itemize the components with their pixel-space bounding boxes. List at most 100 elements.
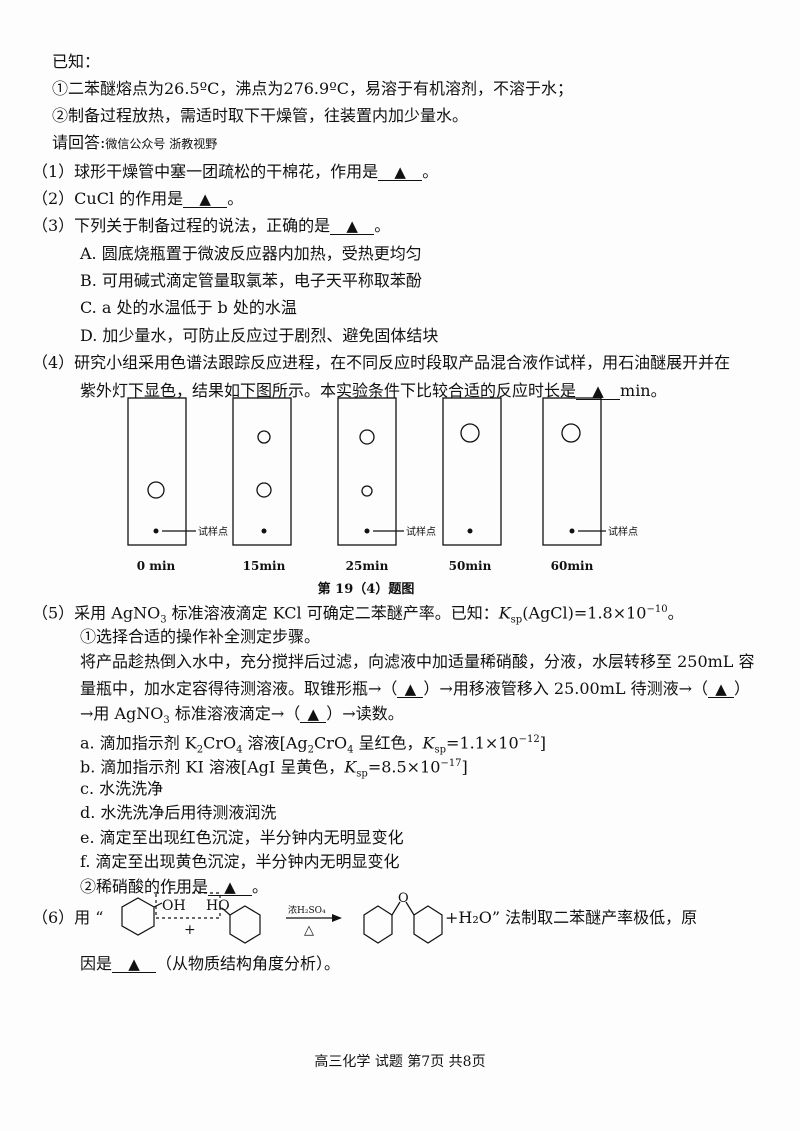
q4-unit: min。 <box>620 381 667 400</box>
q5-text: ②稀硝酸的作用是 <box>80 877 209 896</box>
text: CrO <box>314 733 348 753</box>
benzene-ring <box>363 905 393 944</box>
q5-text: ）→读数。 <box>326 704 404 723</box>
q5-end: 。 <box>252 877 269 896</box>
exponent: −17 <box>440 758 462 769</box>
q5-option-e: e. 滴定至出现红色沉淀，半分钟内无明显变化 <box>80 828 404 847</box>
subscript: 3 <box>160 614 167 626</box>
q5-sub1: ①选择合适的操作补全测定步骤。 <box>80 627 321 646</box>
q5-text: ）→用移液管移入 25.00mL 待测液→（ <box>423 679 709 698</box>
ksp-sub: sp <box>434 744 447 756</box>
spot <box>460 423 480 443</box>
plus-sign: + <box>184 922 196 938</box>
q6-text: （从物质结构角度分析）。 <box>156 954 341 973</box>
text: 溶液[Ag <box>242 733 308 753</box>
sample-dot <box>467 528 473 534</box>
q1-end: 。 <box>422 162 439 181</box>
question-1: （1）球形干燥管中塞一团疏松的干棉花，作用是▲。 <box>32 162 438 182</box>
answer-blank: ▲ <box>708 681 735 698</box>
sample-label: 试样点 <box>608 525 638 538</box>
exponent: −12 <box>518 734 540 745</box>
heat-symbol: △ <box>304 923 314 938</box>
q6-text: 因是 <box>80 954 113 973</box>
subscript: 2 <box>196 744 204 756</box>
question-6-prefix: （6）用 “ <box>32 908 104 927</box>
q5-text: 标准溶液滴定 KCl 可确定二苯醚产率。已知： <box>166 603 499 623</box>
spot <box>147 481 165 499</box>
sample-label: 试样点 <box>198 525 228 538</box>
answer-blank: ▲ <box>397 681 424 698</box>
q1-text: （1）球形干燥管中塞一团疏松的干棉花，作用是 <box>32 162 379 181</box>
sample-label: 试样点 <box>406 525 436 538</box>
question-4-line2: 紫外灯下显色，结果如下图所示。本实验条件下比较合适的反应时长是▲min。 <box>80 381 667 401</box>
answer-blank: ▲ <box>183 191 228 208</box>
q4-text: 紫外灯下显色，结果如下图所示。本实验条件下比较合适的反应时长是 <box>80 381 577 400</box>
q5-text: （5）采用 AgNO <box>32 603 161 623</box>
text: b. 滴加指示剂 KI 溶液[AgI 呈黄色， <box>80 757 345 777</box>
known-title: 已知： <box>52 52 101 71</box>
text: a. 滴加指示剂 K <box>80 733 197 753</box>
text: CrO <box>203 733 237 753</box>
subscript: 2 <box>307 744 315 756</box>
text: =1.1×10 <box>446 733 519 753</box>
sample-dot <box>261 528 267 534</box>
known-item-2: ②制备过程放热，需适时取下干燥管，往装置内加少量水。 <box>52 106 469 125</box>
q5-option-d: d. 水洗洗净后用待测液润洗 <box>80 803 277 822</box>
answer-blank: ▲ <box>300 706 327 723</box>
reaction-equation: OH HO + 浓H₂SO₄ △ O <box>121 891 443 944</box>
ho-group: HO <box>206 898 230 914</box>
subscript: 4 <box>347 744 354 756</box>
text: ] <box>461 757 468 777</box>
ksp-value: (AgCl)=1.8×10 <box>522 603 647 623</box>
q5-text: →用 AgNO <box>80 704 164 723</box>
spot <box>359 429 375 445</box>
time-label: 50min <box>449 559 492 573</box>
answer-prompt: 请回答:微信公众号 浙教视野 <box>52 133 217 154</box>
q2-text: （2）CuCl 的作用是 <box>32 189 184 208</box>
dashed-box <box>155 892 221 919</box>
q5-option-f: f. 滴定至出现黄色沉淀，半分钟内无明显变化 <box>80 852 400 871</box>
subscript: 4 <box>236 744 243 756</box>
q5-para-1: 将产品趁热倒入水中，充分搅拌后过滤，向滤液中加适量稀硝酸，分液，水层转移至 25… <box>80 652 755 671</box>
question-2: （2）CuCl 的作用是▲。 <box>32 189 243 209</box>
q5-text: 标准溶液滴定→（ <box>169 704 301 723</box>
known-item-1: ①二苯醚熔点为26.5ºC，沸点为276.9ºC，易溶于有机溶剂，不溶于水； <box>52 79 573 98</box>
answer-blank: ▲ <box>208 879 253 896</box>
q3-option-d: D. 加少量水，可防止反应过于剧烈、避免固体结块 <box>80 326 439 345</box>
answer-blank: ▲ <box>378 164 423 181</box>
ksp-k: K <box>422 733 435 753</box>
spot <box>361 485 373 497</box>
tlc-plate-25min <box>337 397 397 546</box>
question-3: （3）下列关于制备过程的说法，正确的是▲。 <box>32 216 390 236</box>
spot <box>257 430 271 444</box>
benzene-ring <box>121 897 155 936</box>
q3-option-c: C. a 处的水温低于 b 处的水温 <box>80 298 297 317</box>
q5-sub2: ②稀硝酸的作用是▲。 <box>80 877 268 897</box>
q5-end: 。 <box>667 603 684 623</box>
q3-option-b: B. 可用碱式滴定管量取氯苯，电子天平称取苯酚 <box>80 271 422 290</box>
question-4-line1: （4）研究小组采用色谱法跟踪反应进程，在不同反应时段取产品混合液作试样，用石油醚… <box>32 353 731 372</box>
question-6-line2: 因是▲（从物质结构角度分析）。 <box>80 954 340 974</box>
spot <box>256 482 272 498</box>
figure-caption: 第 19（4）题图 <box>318 581 415 597</box>
sample-dot <box>153 528 159 534</box>
q3-end: 。 <box>374 216 391 235</box>
ether-oxygen: O <box>398 891 409 906</box>
tlc-plate-0min <box>127 397 187 546</box>
answer-blank: ▲ <box>112 956 157 973</box>
subscript: 3 <box>163 715 170 727</box>
q5-text: 量瓶中，加水定容得待测溶液。取锥形瓶→（ <box>80 679 398 698</box>
tlc-figure: 试样点 试样点 试样点 0 min 15min 25min 50min 60mi… <box>127 397 638 597</box>
sample-dot <box>569 528 575 534</box>
time-label: 60min <box>551 559 594 573</box>
answer-label: 请回答: <box>52 133 106 152</box>
tlc-plate-50min <box>442 397 502 546</box>
q5-para-3: →用 AgNO3 标准溶液滴定→（▲）→读数。 <box>80 704 404 731</box>
text: 呈红色， <box>353 733 423 753</box>
ksp-sub: sp <box>356 768 368 780</box>
ksp-k: K <box>498 603 511 623</box>
q3-option-a: A. 圆底烧瓶置于微波反应器内加热，受热更均匀 <box>80 244 422 263</box>
q3-text: （3）下列关于制备过程的说法，正确的是 <box>32 216 331 235</box>
text: ] <box>539 733 547 753</box>
